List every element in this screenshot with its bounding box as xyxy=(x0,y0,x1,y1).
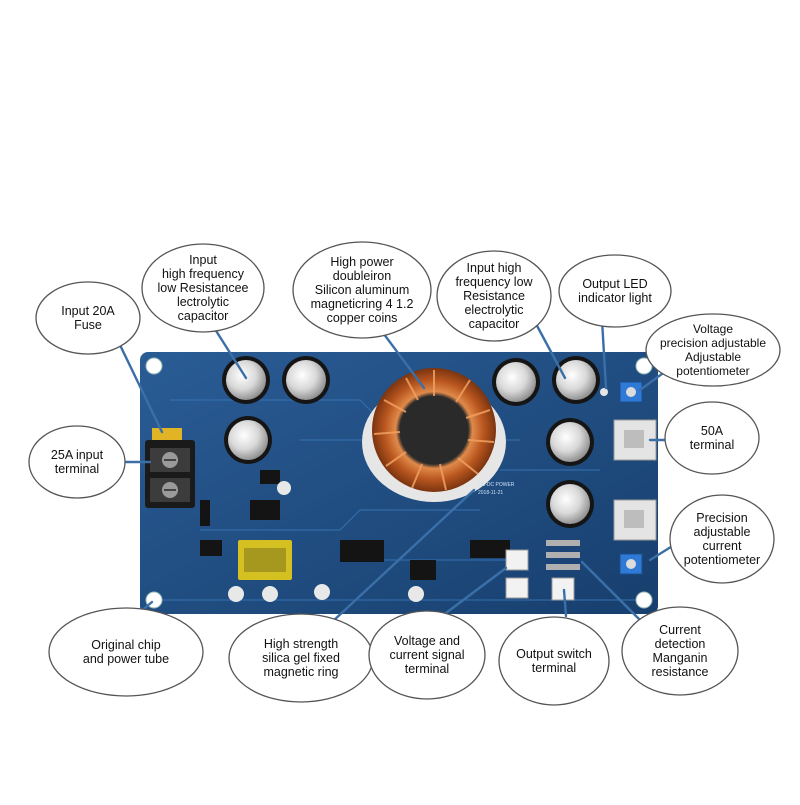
small-components xyxy=(200,470,510,602)
label-50a-terminal: 50A terminal xyxy=(689,424,735,452)
label-25a-input-terminal: 25A input terminal xyxy=(50,448,104,476)
label-input-cap-low-resistance: Input high frequency low Resistance elec… xyxy=(455,261,533,331)
fuse-body xyxy=(152,428,182,440)
label-voltage-potentiometer: Voltage precision adjustable Adjustable … xyxy=(659,322,767,378)
output-50a-terminals xyxy=(613,419,657,541)
board-silk-a: DC-DC POWER xyxy=(478,482,515,488)
label-input-cap-high-frequency: Input high frequency low Resistancee lec… xyxy=(157,253,249,323)
input-screw-terminal xyxy=(145,440,195,508)
led-indicator xyxy=(600,388,608,396)
label-silica-gel: High strength silica gel fixed magnetic … xyxy=(262,637,340,679)
toroid-coil xyxy=(362,368,506,502)
label-manganin-resistance: Current detection Manganin resistance xyxy=(651,623,709,679)
potentiometers xyxy=(619,381,643,575)
label-signal-terminal: Voltage and current signal terminal xyxy=(389,634,465,676)
label-output-led: Output LED indicator light xyxy=(578,277,652,305)
signal-terminal xyxy=(505,549,529,599)
label-input-fuse: Input 20A Fuse xyxy=(61,304,115,332)
switch-terminal xyxy=(551,577,575,601)
label-magnetic-ring: High power doubleiron Silicon aluminum m… xyxy=(310,255,414,325)
capacitors xyxy=(222,356,600,528)
manganin-resistors xyxy=(546,540,580,570)
board-silk-b: 2018-11-21 xyxy=(478,490,503,496)
label-original-chip: Original chip and power tube xyxy=(82,638,170,666)
bubbles xyxy=(28,241,781,706)
label-output-switch-terminal: Output switch terminal xyxy=(516,647,592,675)
label-current-potentiometer: Precision adjustable current potentiomet… xyxy=(683,511,761,567)
